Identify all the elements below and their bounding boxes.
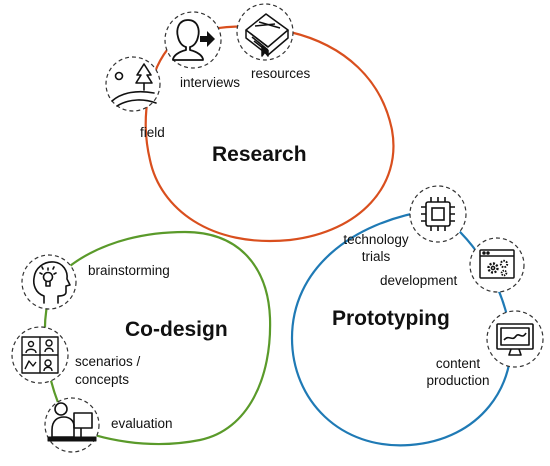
head-lightbulb-icon	[32, 261, 71, 304]
storyboard-icon	[21, 336, 59, 374]
technology-label: technology	[343, 232, 409, 247]
brainstorming-label: brainstorming	[88, 263, 170, 278]
field-node	[105, 56, 161, 112]
person-computer-icon	[47, 402, 97, 442]
trials-label: trials	[361, 249, 391, 264]
evaluation-label: evaluation	[111, 416, 173, 431]
chip-icon	[421, 197, 455, 231]
person-arrow-icon	[172, 19, 215, 61]
technology-node	[409, 185, 467, 243]
window-gears-icon	[479, 249, 515, 279]
content-node	[486, 310, 544, 368]
development-label: development	[380, 273, 458, 288]
monitor-graph-icon	[496, 323, 534, 356]
research-title: Research	[212, 143, 307, 166]
interviews-label: interviews	[180, 75, 241, 90]
concepts-label: concepts	[75, 372, 130, 387]
books-icon	[245, 13, 289, 57]
content-label: content	[435, 356, 481, 371]
resources-label: resources	[251, 66, 311, 81]
codesign-title: Co-design	[125, 318, 228, 341]
field-label: field	[140, 125, 165, 140]
prototyping-title: Prototyping	[332, 307, 450, 330]
production-label: production	[426, 373, 490, 388]
landscape-icon	[111, 63, 157, 107]
scenarios-label: scenarios /	[75, 354, 141, 369]
